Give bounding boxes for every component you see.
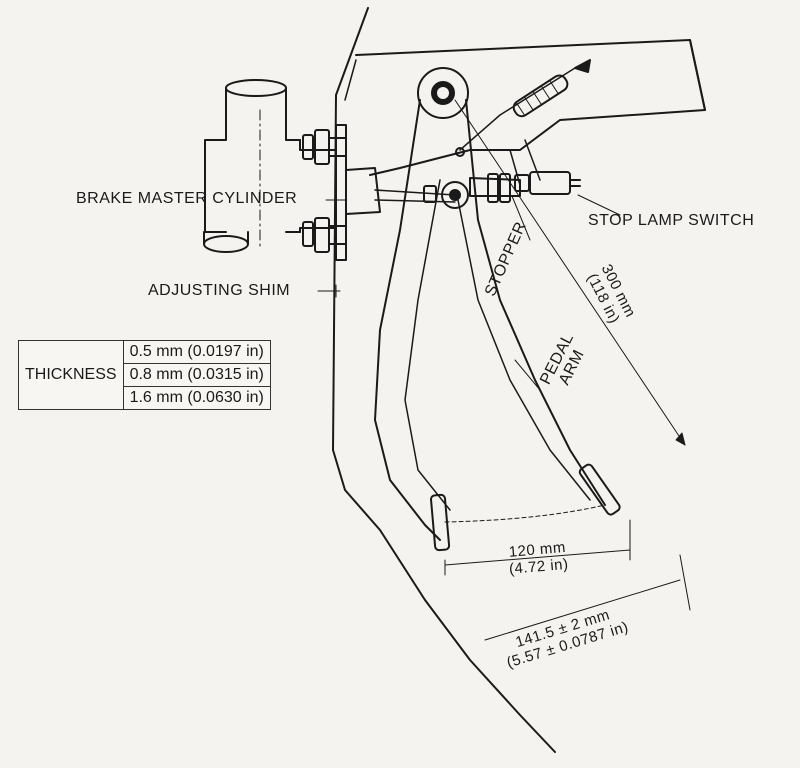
label-brake-master-cylinder: BRAKE MASTER CYLINDER [76, 190, 298, 207]
return-spring-line [459, 67, 576, 151]
thickness-value-3: 1.6 mm (0.0630 in) [122, 386, 271, 410]
brake-master-cylinder [203, 79, 381, 261]
pedal-pivot-outer [417, 67, 469, 119]
pedal-arm-inner-edge [404, 179, 451, 511]
spring-anchor [455, 147, 465, 157]
table-row: THICKNESS 0.5 mm (0.0197 in) [18, 340, 271, 410]
dim-120-arc [444, 504, 606, 523]
pedal-pad-front [578, 463, 621, 516]
bracket-edge [689, 39, 706, 111]
shim-thickness-table: THICKNESS 0.5 mm (0.0197 in) 0.8 mm (0.0… [18, 340, 271, 410]
stop-lamp-switch-terminal [569, 179, 581, 187]
label-adjusting-shim: ADJUSTING SHIM [148, 282, 291, 299]
pedal-pad-rear [430, 493, 451, 552]
table-row: 1.6 mm (0.0630 in) [19, 386, 271, 410]
push-rod-nut [423, 185, 437, 203]
dash-panel-inner [344, 59, 357, 101]
table-row: 0.8 mm (0.0315 in) [19, 363, 271, 387]
pedal-arm-right-edge [465, 99, 606, 506]
stop-lamp-switch-nut [514, 174, 530, 192]
leader-pedal-arm [514, 359, 541, 391]
dim-141-line [484, 554, 691, 641]
thickness-value-2: 0.8 mm (0.0315 in) [122, 363, 271, 387]
stopper-nut-2 [499, 173, 511, 203]
push-rod [374, 189, 456, 203]
leader-adjusting-shim [317, 284, 341, 298]
stop-lamp-switch-body [529, 171, 571, 195]
stopper-nut-1 [487, 173, 499, 203]
dim-300-line [454, 99, 686, 446]
pedal-arm-left-edge [374, 99, 441, 541]
thickness-header: THICKNESS [18, 340, 124, 410]
dim-120-label: 120 mm (4.72 in) [507, 539, 569, 578]
stopper-bolt [469, 177, 521, 197]
dim-300-arrow [675, 432, 686, 446]
pedal-arm-inner-edge-2 [457, 199, 591, 501]
clevis-pin-outer [441, 181, 469, 209]
return-spring-hook [574, 59, 591, 73]
dim-120-line [444, 519, 631, 576]
label-stop-lamp-switch: STOP LAMP SWITCH [588, 212, 755, 229]
return-spring-body [512, 74, 569, 118]
leader-stop-lamp-switch [577, 194, 621, 216]
pedal-pivot-hole [437, 87, 449, 99]
leader-stopper [511, 195, 531, 241]
thickness-value-1: 0.5 mm (0.0197 in) [122, 340, 271, 364]
